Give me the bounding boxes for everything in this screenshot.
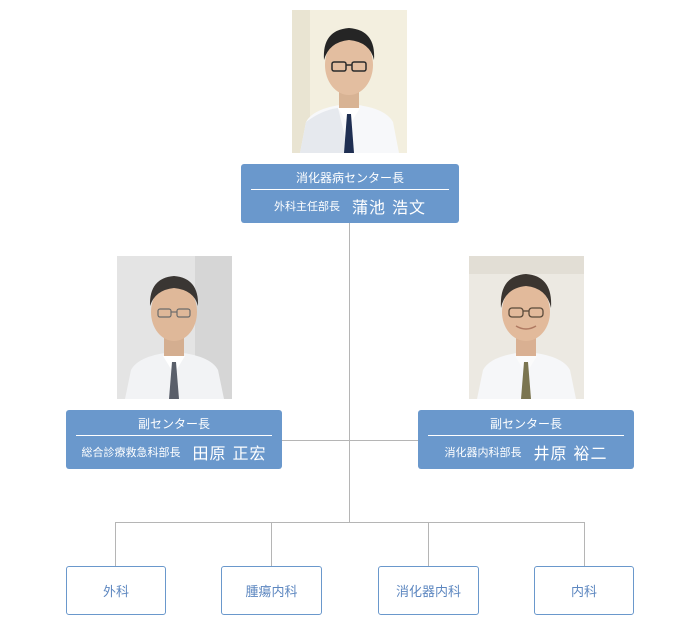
dept-box-oncology: 腫瘍内科: [221, 566, 322, 615]
right-deputy-title: 副センター長: [489, 417, 562, 431]
left-deputy-role-box: 副センター長 総合診療救急科部長 田原 正宏: [66, 410, 282, 469]
left-deputy-photo: [117, 256, 232, 399]
head-role-box: 消化器病センター長 外科主任部長 蒲池 浩文: [241, 164, 459, 223]
portrait-head-image: [292, 10, 407, 153]
right-deputy-dept: 消化器内科部長: [444, 446, 522, 459]
head-person: 外科主任部長 蒲池 浩文: [241, 193, 459, 219]
left-deputy-name: 田原 正宏: [192, 444, 267, 463]
head-dept: 外科主任部長: [273, 200, 340, 213]
left-deputy-divider: [76, 435, 272, 436]
head-role-title: 消化器病センター長: [295, 171, 404, 185]
dept-box-surgery: 外科: [66, 566, 166, 615]
left-deputy-person: 総合診療救急科部長 田原 正宏: [66, 439, 282, 465]
portrait-right-deputy-image: [469, 256, 584, 399]
right-deputy-photo: [469, 256, 584, 399]
left-deputy-dept: 総合診療救急科部長: [81, 446, 181, 459]
dept-box-internal: 内科: [534, 566, 634, 615]
head-photo: [292, 10, 407, 153]
right-deputy-role-box: 副センター長 消化器内科部長 井原 裕二: [418, 410, 634, 469]
portrait-left-deputy-image: [117, 256, 232, 399]
head-name: 蒲池 浩文: [351, 198, 427, 217]
right-deputy-name: 井原 裕二: [533, 444, 608, 463]
head-role-divider: [251, 189, 449, 190]
right-deputy-divider: [428, 435, 624, 436]
dept-box-gastro: 消化器内科: [378, 566, 479, 615]
right-deputy-person: 消化器内科部長 井原 裕二: [418, 439, 634, 465]
left-deputy-title: 副センター長: [137, 417, 210, 431]
